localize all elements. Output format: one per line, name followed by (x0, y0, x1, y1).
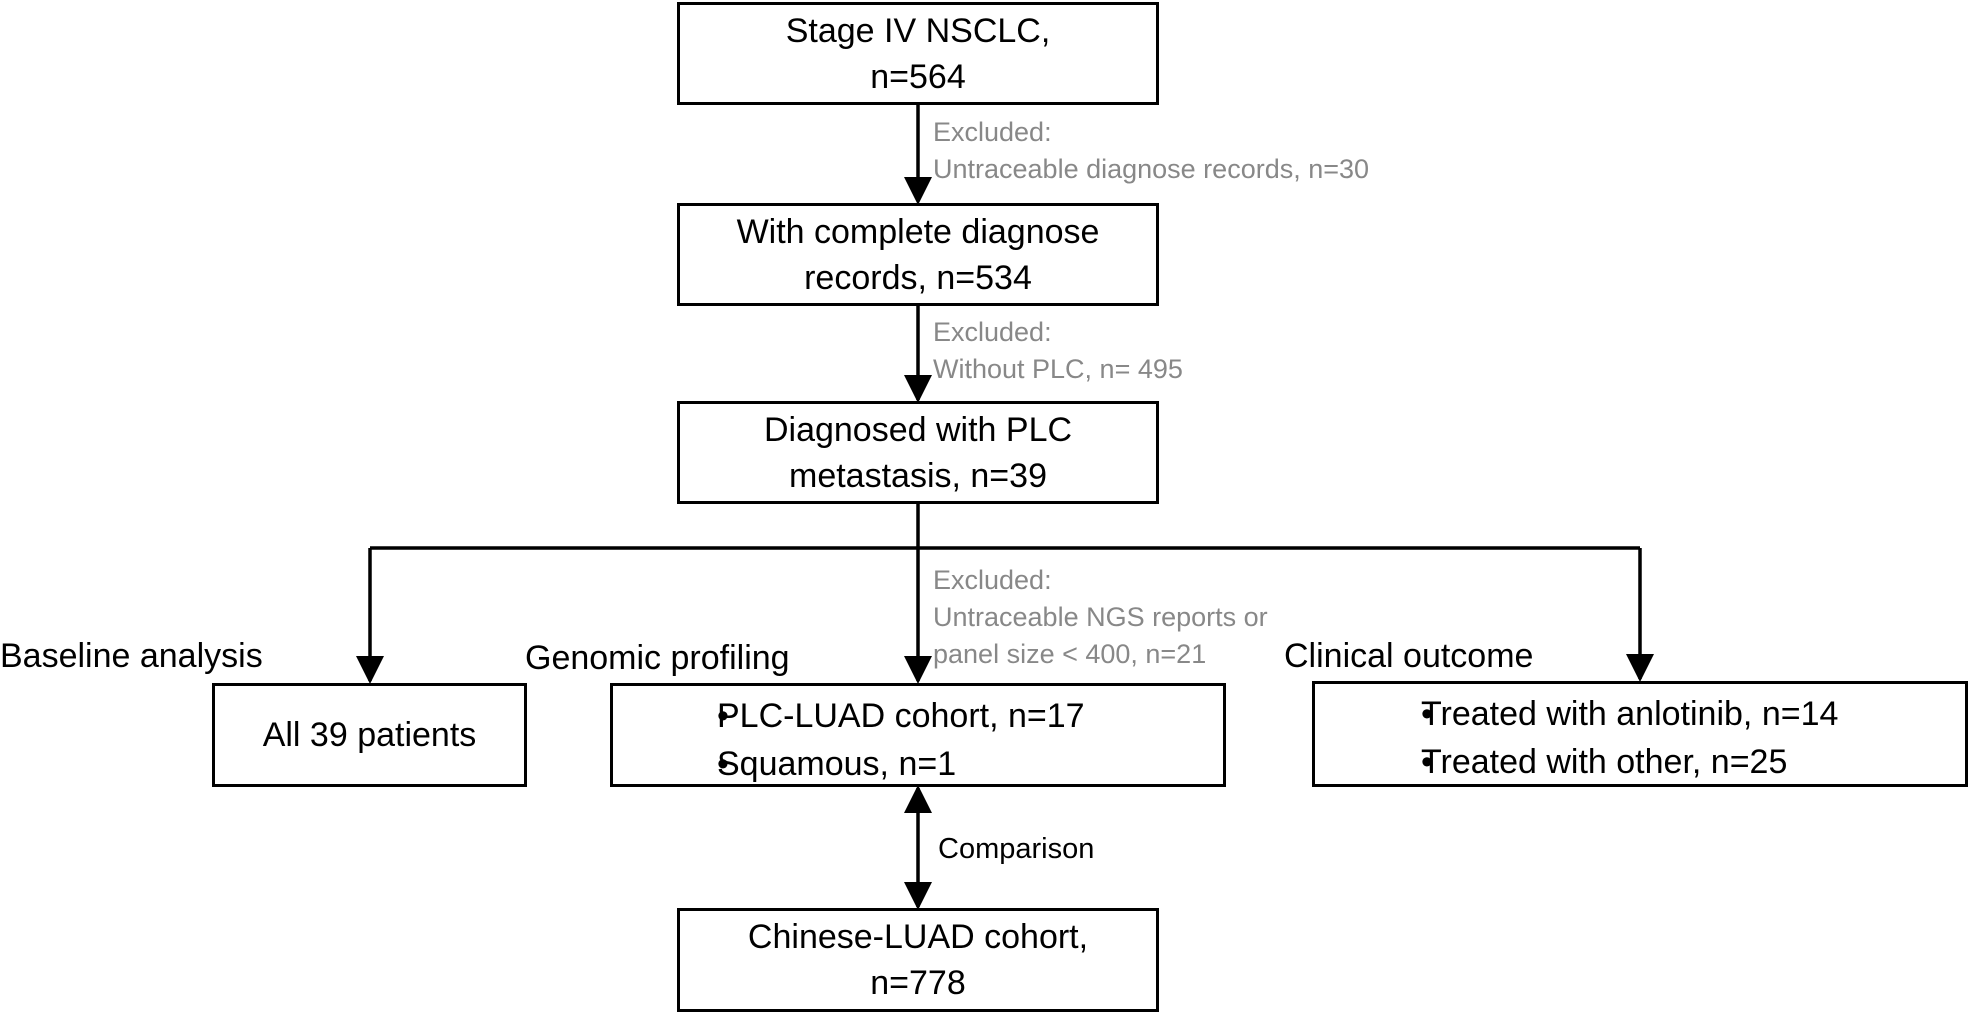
node-plc-metastasis-line-2: metastasis, n=39 (789, 456, 1047, 495)
arrowhead-genomic (904, 656, 932, 684)
node-clinical-outcome: Treated with anlotinib, n=14 Treated wit… (1312, 681, 1968, 787)
comparison-label: Comparison (938, 833, 1095, 865)
node-plc-metastasis: Diagnosed with PLC metastasis, n=39 (677, 401, 1159, 504)
clinical-list: Treated with anlotinib, n=14 Treated wit… (1351, 690, 1965, 786)
node-stage4-line-1: Stage IV NSCLC, (785, 11, 1051, 50)
arrowhead-plc (904, 375, 932, 403)
arrowhead-comparison-up (904, 785, 932, 813)
node-chinese-luad: Chinese-LUAD cohort, n=778 (677, 908, 1159, 1012)
node-all-patients-text: All 39 patients (262, 716, 477, 754)
list-item: Treated with other, n=25 (1351, 738, 1965, 786)
genomic-item-1: PLC-LUAD cohort, n=17 (717, 697, 1085, 735)
section-label-clinical: Clinical outcome (1284, 637, 1534, 675)
node-chinese-luad-line-2: n=778 (870, 964, 966, 1002)
exclusion-3-line-1: Excluded: (933, 565, 1052, 595)
exclusion-2-line-2: Without PLC, n= 495 (933, 354, 1183, 384)
exclusion-3-line-2: Untraceable NGS reports or (933, 602, 1268, 632)
arrowhead-comparison-down (904, 882, 932, 910)
clinical-item-1: Treated with anlotinib, n=14 (1421, 695, 1839, 733)
node-plc-metastasis-line-1: Diagnosed with PLC (763, 410, 1073, 449)
node-complete-records: With complete diagnose records, n=534 (677, 203, 1159, 306)
exclusion-1: Excluded: Untraceable diagnose records, … (933, 114, 1369, 188)
exclusion-1-line-2: Untraceable diagnose records, n=30 (933, 154, 1370, 184)
node-stage4-line-2: n=564 (870, 57, 966, 96)
clinical-item-2: Treated with other, n=25 (1421, 743, 1788, 781)
exclusion-3-line-3: panel size < 400, n=21 (933, 639, 1207, 669)
exclusion-2: Excluded: Without PLC, n= 495 (933, 314, 1183, 388)
list-item: Squamous, n=1 (645, 740, 1223, 788)
genomic-list: PLC-LUAD cohort, n=17 Squamous, n=1 (645, 692, 1223, 788)
node-all-patients: All 39 patients (212, 683, 527, 787)
exclusion-2-line-1: Excluded: (933, 317, 1052, 347)
exclusion-3: Excluded: Untraceable NGS reports or pan… (933, 562, 1268, 673)
list-item: Treated with anlotinib, n=14 (1351, 690, 1965, 738)
arrowhead-baseline (356, 656, 384, 684)
arrowhead-clinical (1626, 654, 1654, 682)
node-chinese-luad-line-1: Chinese-LUAD cohort, (747, 918, 1089, 956)
node-complete-records-line-1: With complete diagnose (736, 212, 1100, 251)
section-label-genomic: Genomic profiling (525, 639, 790, 677)
node-stage4: Stage IV NSCLC, n=564 (677, 2, 1159, 105)
genomic-item-2: Squamous, n=1 (717, 745, 957, 783)
node-genomic-profiling: PLC-LUAD cohort, n=17 Squamous, n=1 (610, 683, 1226, 788)
list-item: PLC-LUAD cohort, n=17 (645, 692, 1223, 740)
node-complete-records-line-2: records, n=534 (804, 258, 1032, 297)
section-label-baseline: Baseline analysis (0, 637, 263, 675)
arrowhead-complete (904, 177, 932, 205)
exclusion-1-line-1: Excluded: (933, 117, 1052, 147)
